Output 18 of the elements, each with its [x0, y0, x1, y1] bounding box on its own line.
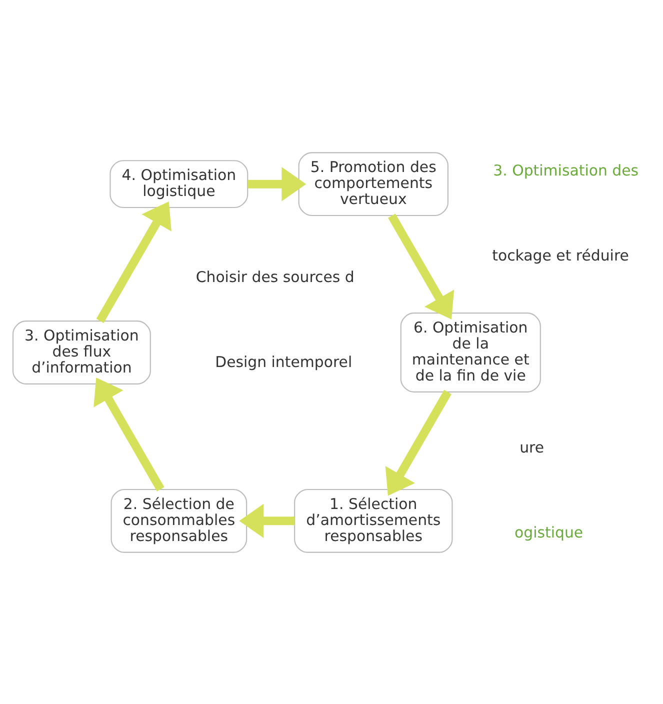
- label: Choisir des sources d: [196, 267, 354, 286]
- node-box: 6. Optimisation de la maintenance et de la fin de vie: [400, 312, 541, 392]
- arrow: [388, 213, 454, 319]
- arrow: [96, 201, 172, 322]
- node-box: 4. Optimisation logistique: [110, 160, 248, 208]
- arrow: [248, 166, 306, 201]
- node-box: 2. Sélection de consommables responsables: [110, 488, 248, 552]
- label: ogistique: [514, 523, 584, 542]
- arrow: [239, 503, 295, 538]
- node-box: 3. Optimisation des flux d’information: [12, 320, 151, 384]
- arrow: [385, 389, 452, 496]
- arrow: [94, 377, 164, 491]
- label: 3. Optimisation des: [493, 160, 639, 179]
- node-box: 1. Sélection d’amortissements responsables: [294, 488, 453, 552]
- label: Design intemporel: [215, 352, 352, 371]
- label: tockage et réduire: [492, 246, 629, 264]
- label: ure: [520, 438, 544, 456]
- node-box: 5. Promotion des comportements vertueux: [298, 152, 448, 216]
